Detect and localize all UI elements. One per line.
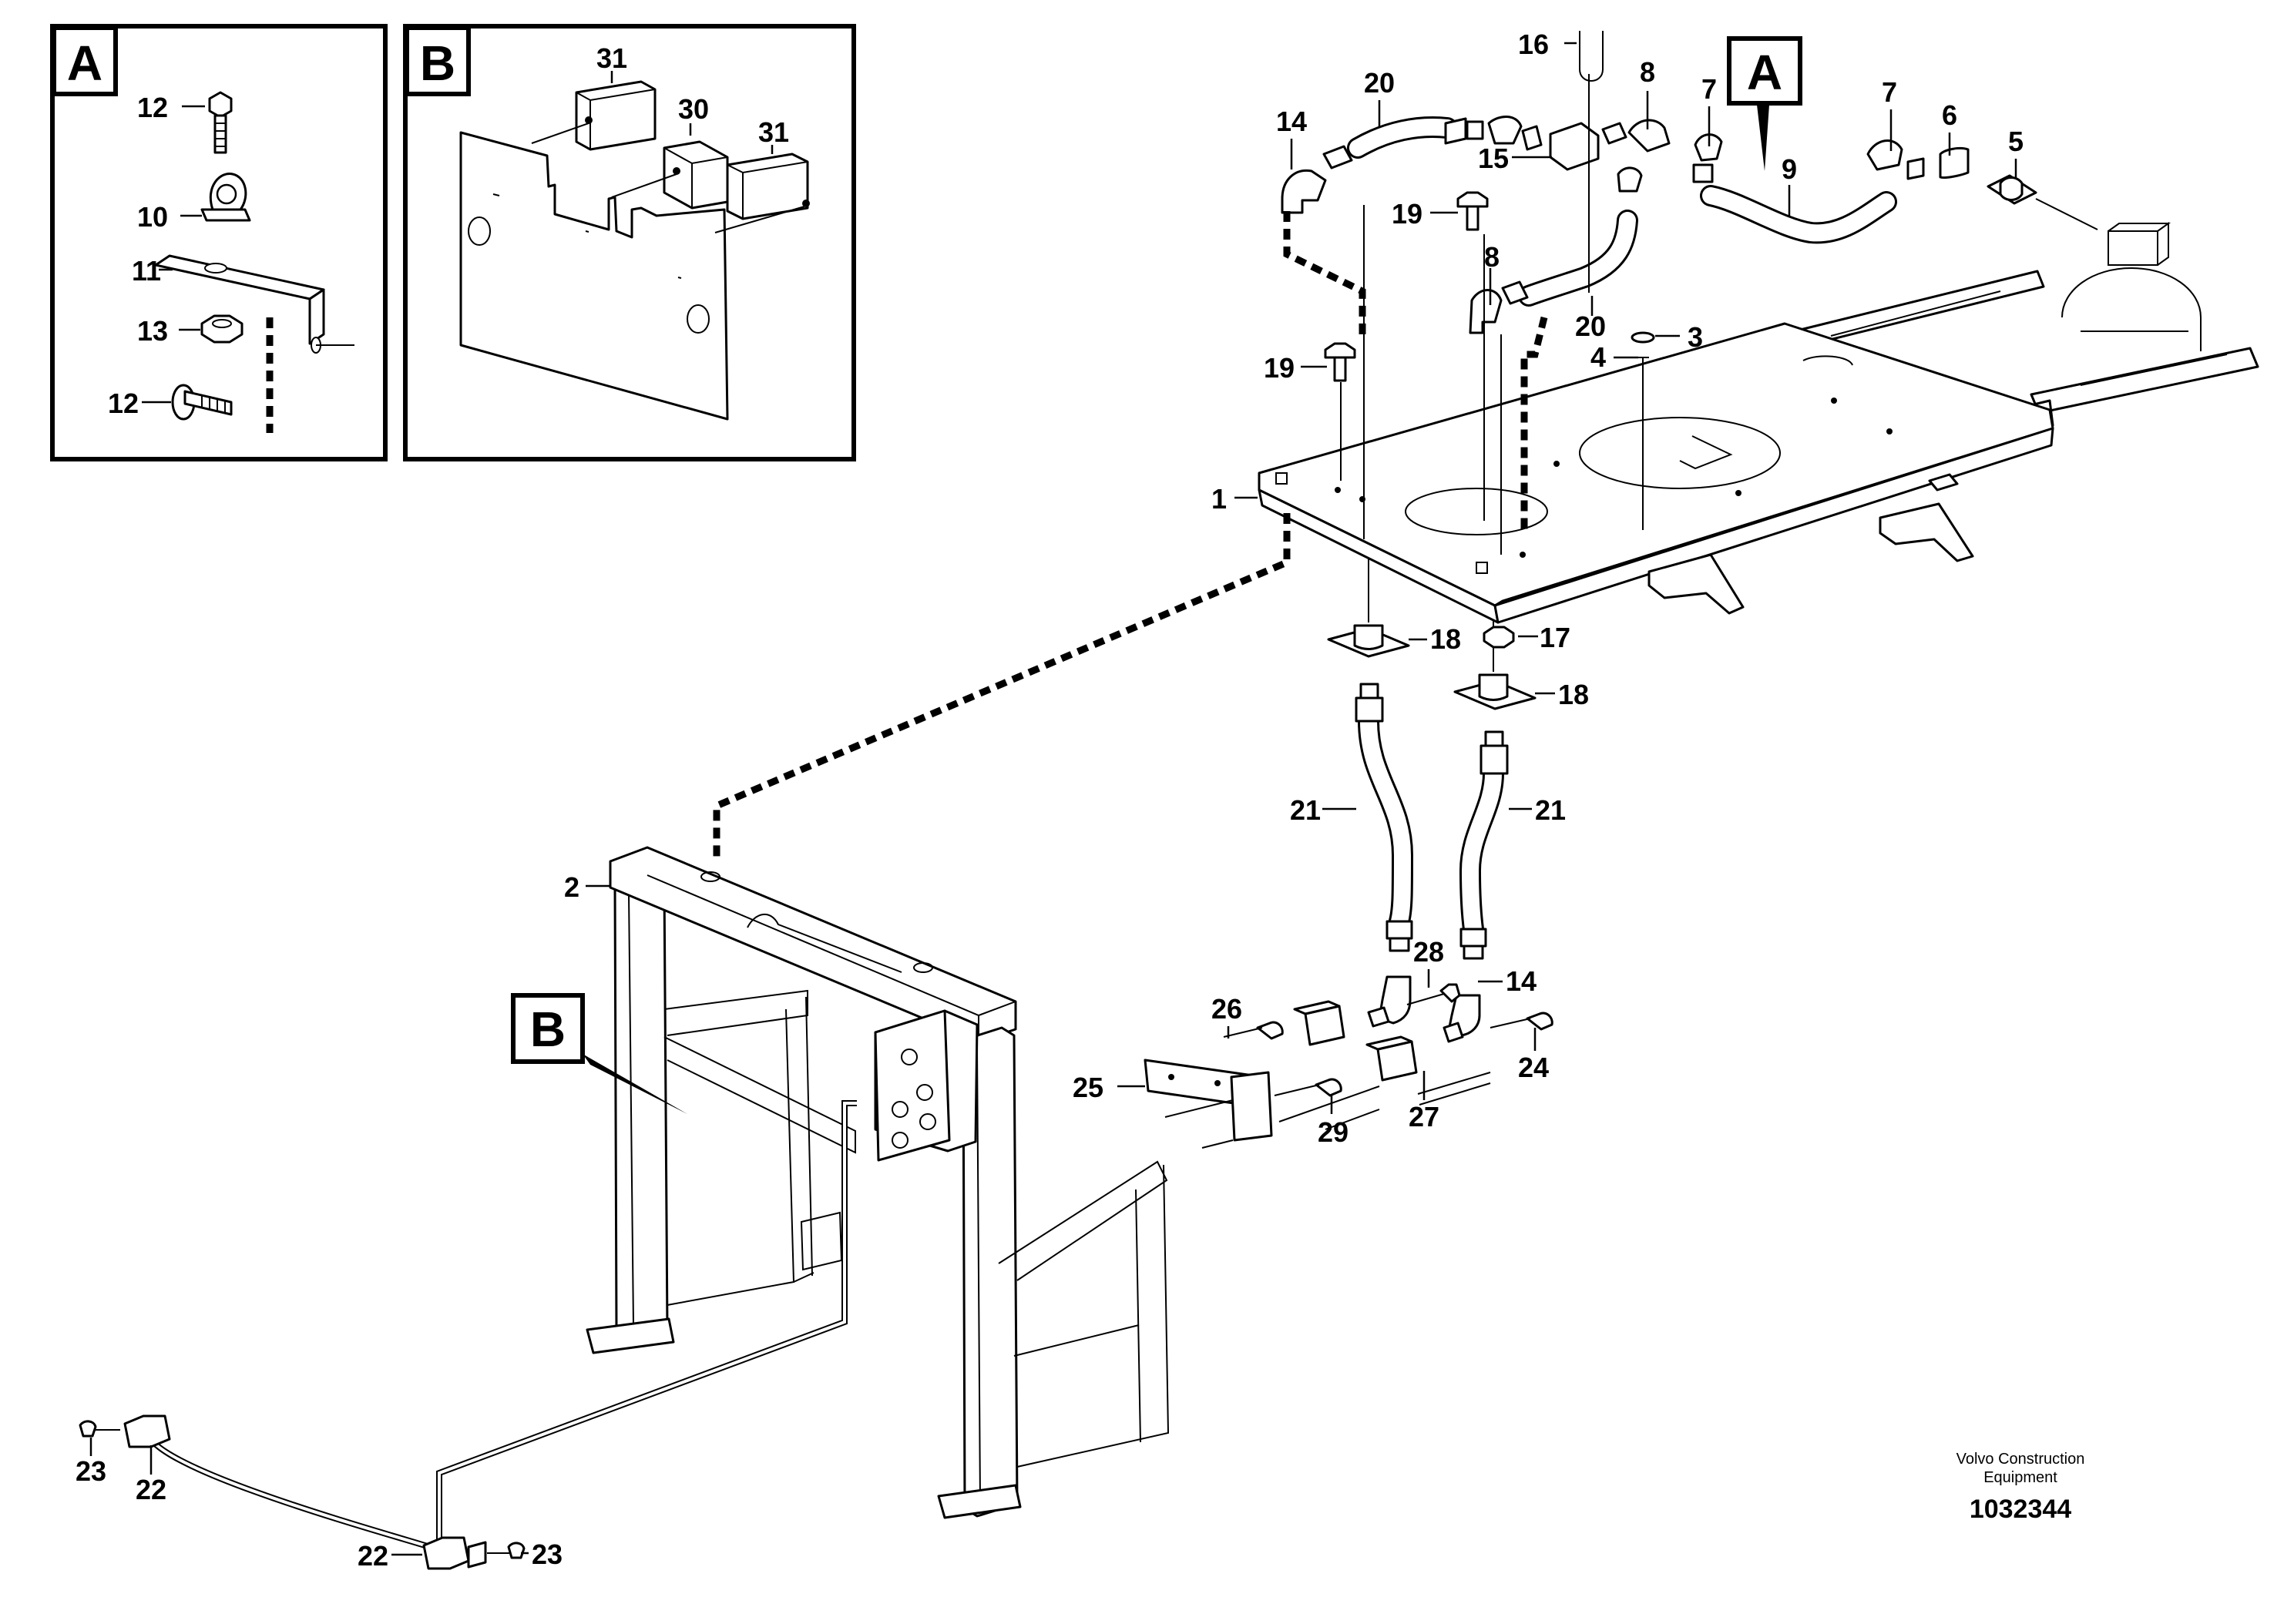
callout-19-left: 19 [1264,352,1295,384]
cab-floor-plate [1258,222,2259,624]
detail-a-label-13: 13 [137,315,168,347]
callout-6: 6 [1942,99,1957,131]
detail-b-label-30: 30 [678,93,709,125]
callout-17: 17 [1540,622,1570,653]
callout-9: 9 [1782,153,1797,185]
footer: Volvo Construction Equipment 1032344 [1956,1451,2085,1524]
callout-22-left: 22 [136,1474,166,1505]
callout-14-bottom: 14 [1506,965,1537,997]
footer-company-line1: Volvo Construction [1956,1451,2085,1468]
detail-b-letter: B [420,35,455,91]
cab-frame [586,513,1291,1519]
callout-2: 2 [564,871,579,903]
callout-1: 1 [1211,483,1227,515]
callout-4: 4 [1590,341,1606,373]
callout-24: 24 [1518,1052,1549,1083]
lower-hose-assembly [1144,558,1553,1149]
callout-3: 3 [1688,321,1703,353]
callout-18-right: 18 [1558,679,1589,710]
callout-8-mid: 8 [1484,241,1500,273]
detail-a-panel: A 12 10 11 13 12 [50,24,388,461]
callout-23-left: 23 [76,1455,106,1487]
detail-a-label-12-top: 12 [137,92,168,123]
callout-21-left: 21 [1290,794,1321,826]
callout-22-bottom: 22 [358,1540,388,1572]
callout-23-bottom: 23 [532,1538,563,1570]
footer-company-line2: Equipment [1983,1469,2057,1486]
callout-7-right: 7 [1882,76,1897,108]
callout-numbers: 16 20 8 7 7 6 5 14 15 9 19 8 20 3 4 19 1… [76,29,2024,1572]
marker-b: B [511,993,687,1114]
callout-18-left: 18 [1430,623,1461,655]
callout-20-right: 20 [1575,310,1606,342]
detail-a-label-10: 10 [137,201,168,233]
callout-5: 5 [2008,126,2024,157]
callout-21-right: 21 [1535,794,1566,826]
gas-line-assembly [1281,31,2098,555]
callout-26: 26 [1211,993,1242,1025]
detail-a-label-12-bottom: 12 [108,388,139,419]
gauge-panel-and-tube [79,1009,951,1570]
marker-a-letter: A [1747,45,1782,100]
detail-a-letter: A [67,35,102,91]
marker-b-letter: B [530,1002,566,1057]
callout-29: 29 [1318,1116,1349,1148]
detail-b-label-31-left: 31 [596,42,627,74]
callout-15: 15 [1478,143,1509,174]
footer-drawing-number: 1032344 [1970,1495,2071,1524]
detail-b-panel: B 31 30 31 [403,24,856,461]
callout-14-top: 14 [1276,106,1307,137]
detail-b-label-31-right: 31 [758,116,789,148]
callout-19-top: 19 [1392,198,1422,230]
detail-a-label-11: 11 [132,255,161,287]
marker-a: A [1727,36,1802,171]
callout-25: 25 [1073,1072,1103,1103]
callout-8-top: 8 [1640,56,1655,88]
callout-27: 27 [1409,1101,1439,1132]
callout-20-top: 20 [1364,67,1395,99]
callout-28: 28 [1413,936,1444,968]
callout-16: 16 [1518,29,1549,60]
callout-7-left: 7 [1701,73,1717,105]
